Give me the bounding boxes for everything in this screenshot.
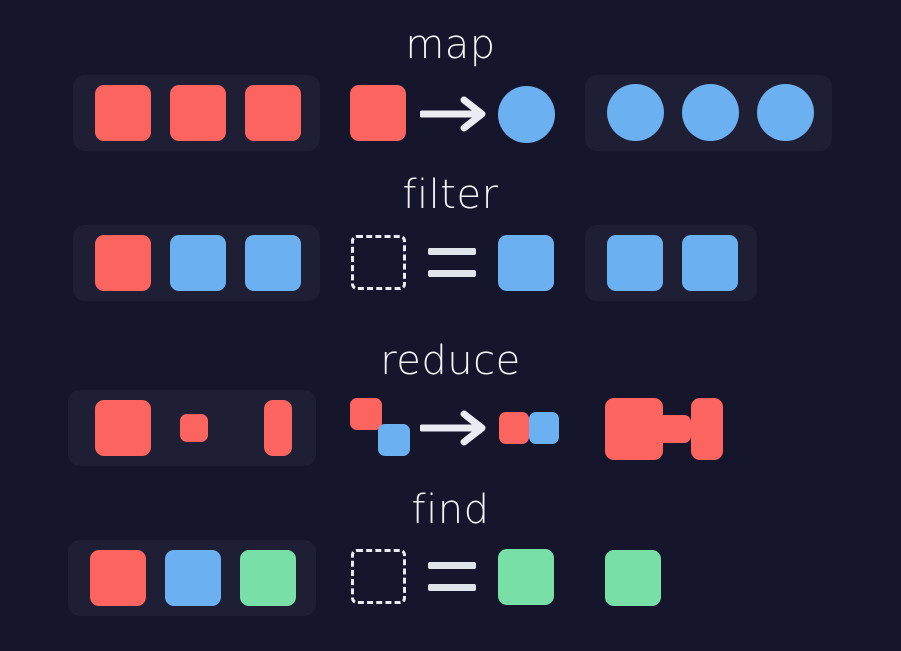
map-input-item-2 bbox=[170, 85, 226, 141]
reduce-output-panel bbox=[600, 390, 730, 466]
find-input-item-1 bbox=[90, 550, 146, 606]
map-input-item-3 bbox=[245, 85, 301, 141]
find-predicate-match bbox=[498, 549, 554, 605]
reduce-result-accumulator bbox=[499, 412, 529, 444]
row-title-filter: filter bbox=[402, 172, 499, 218]
filter-input-item-3 bbox=[245, 235, 301, 291]
map-output-panel bbox=[585, 75, 832, 151]
find-input-item-2 bbox=[165, 550, 221, 606]
filter-output-item-2 bbox=[682, 235, 738, 291]
arrow-right-icon bbox=[420, 96, 490, 132]
reduce-operator-accumulator bbox=[350, 398, 382, 430]
find-input-item-3 bbox=[240, 550, 296, 606]
row-title-map: map bbox=[405, 22, 496, 68]
row-title-reduce: reduce bbox=[380, 338, 521, 384]
equals-icon bbox=[428, 248, 476, 277]
find-input-panel bbox=[68, 540, 316, 616]
reduce-input-item-2 bbox=[180, 414, 208, 442]
filter-input-panel bbox=[73, 225, 320, 301]
reduce-input-panel bbox=[68, 390, 316, 466]
filter-input-item-1 bbox=[95, 235, 151, 291]
filter-output-item-1 bbox=[607, 235, 663, 291]
reduce-output-merged-shape bbox=[605, 398, 723, 460]
map-output-item-1 bbox=[607, 84, 664, 141]
map-operator-target-circle bbox=[498, 86, 555, 143]
equals-icon bbox=[428, 562, 476, 591]
map-input-item-1 bbox=[95, 85, 151, 141]
arrow-right-icon bbox=[420, 410, 490, 446]
map-operator-source-square bbox=[350, 85, 406, 141]
map-input-panel bbox=[73, 75, 320, 151]
filter-predicate-placeholder bbox=[351, 235, 406, 290]
reduce-result-current bbox=[529, 412, 559, 444]
map-output-item-3 bbox=[757, 84, 814, 141]
reduce-input-item-3 bbox=[264, 400, 292, 456]
find-output-item-1 bbox=[605, 550, 661, 606]
filter-input-item-2 bbox=[170, 235, 226, 291]
filter-predicate-match bbox=[498, 235, 554, 291]
filter-output-panel bbox=[585, 225, 757, 301]
find-output-panel bbox=[585, 540, 682, 616]
reduce-input-item-1 bbox=[95, 400, 151, 456]
reduce-operator-current bbox=[378, 424, 410, 456]
row-title-find: find bbox=[411, 487, 490, 533]
find-predicate-placeholder bbox=[351, 549, 406, 604]
map-output-item-2 bbox=[682, 84, 739, 141]
